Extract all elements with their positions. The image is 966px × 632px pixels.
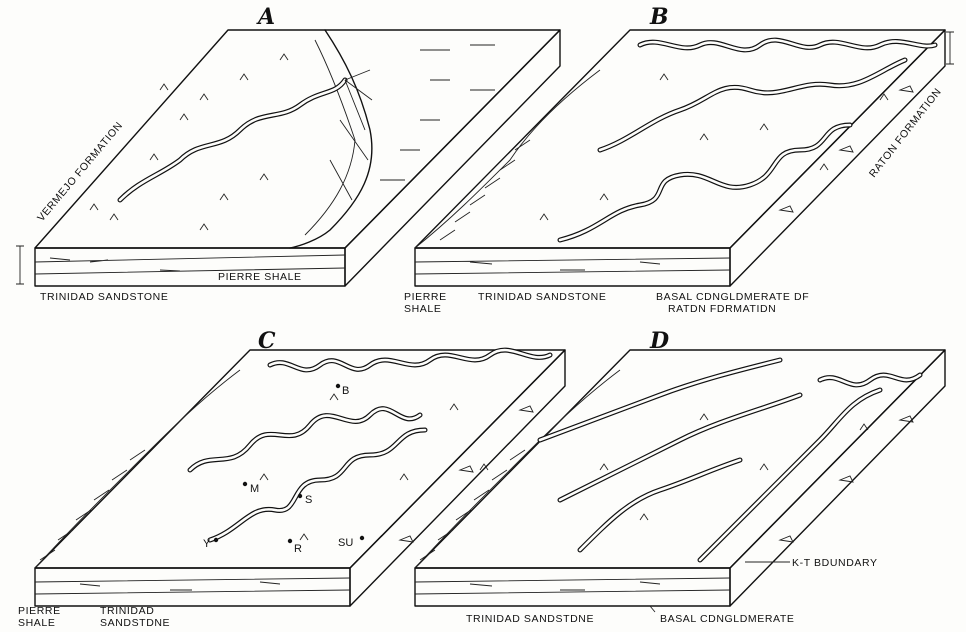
site-dot-m (243, 482, 247, 486)
panel-d: D K-T BDUNDARY TRINIDAD SANDSTDNE BASAL … (415, 328, 945, 625)
panel-c-label-pierre-1: PIERRE (18, 605, 61, 617)
panel-a-letter: A (256, 4, 275, 30)
panel-a-shoreline (290, 30, 372, 248)
panel-b-label-pierre-1: PIERRE (404, 291, 447, 303)
panel-c-label-trinidad-2: SANDSTDNE (100, 617, 170, 629)
site-dot-r (288, 539, 292, 543)
panel-b-front-face (415, 248, 730, 286)
site-dot-su (360, 536, 364, 540)
panel-c-top-surface (35, 350, 565, 568)
panel-b-right-face (730, 30, 945, 286)
site-dot-y (214, 538, 218, 542)
panel-b-label-basal-2: RATDN FDRMATIDN (668, 303, 776, 315)
panel-d-channel-3 (580, 460, 740, 550)
site-label-s: S (305, 494, 312, 506)
panel-d-label-basal: BASAL CDNGLDMERATE (660, 613, 795, 625)
panel-a-label-vermejo: VERMEJO FORMATION (35, 120, 125, 224)
panel-b-top-surface (415, 30, 945, 248)
panel-b-label-raton: RATON FORMATION (867, 86, 944, 180)
panel-d-front-face (415, 568, 730, 606)
panel-c-label-trinidad-1: TRINIDAD (100, 605, 154, 617)
panel-c-label-pierre-2: SHALE (18, 617, 55, 629)
panel-b-escarpment (415, 70, 600, 248)
site-dot-s (298, 494, 302, 498)
site-label-b: B (342, 385, 349, 397)
panel-d-label-kt: K-T BDUNDARY (792, 557, 878, 569)
site-label-y: Y (203, 538, 211, 550)
panel-a-label-trinidad: TRINIDAD SANDSTONE (40, 291, 168, 303)
site-label-m: M (250, 483, 259, 495)
panel-b-letter: B (649, 4, 669, 30)
site-dot-b (336, 384, 340, 388)
panel-a: A VERMEJO FORMATION PIERRE SHALE TRINIDA… (16, 4, 560, 303)
panel-b: B RATON FORMATION PIERRE SHALE TRINIDAD … (404, 4, 954, 315)
panel-c-front-face (35, 568, 350, 606)
panel-d-channel-4 (700, 390, 880, 560)
panel-d-label-trinidad: TRINIDAD SANDSTDNE (466, 613, 594, 625)
site-label-r: R (294, 543, 302, 555)
panel-c: C B M S Y R SU PIERRE SHALE TRINIDAD SAN… (18, 328, 565, 629)
site-label-su: SU (338, 537, 353, 549)
panel-b-river-middle (600, 60, 905, 150)
panel-b-label-basal-1: BASAL CDNGLDMERATE DF (656, 291, 809, 303)
panel-a-label-pierre: PIERRE SHALE (218, 271, 302, 283)
panel-b-label-trinidad: TRINIDAD SANDSTONE (478, 291, 606, 303)
panel-b-label-pierre-2: SHALE (404, 303, 441, 315)
